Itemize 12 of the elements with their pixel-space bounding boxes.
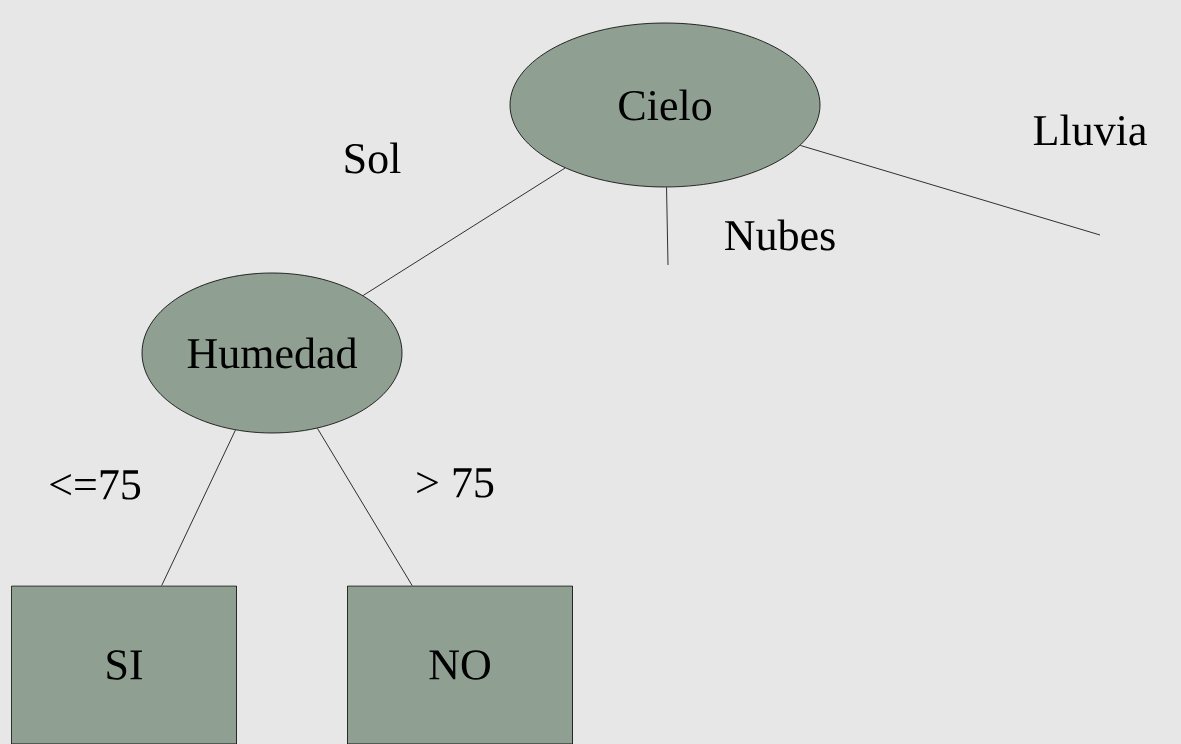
leaf-box: NO: [347, 585, 573, 744]
branch-line: [362, 167, 566, 296]
branch-line: [317, 427, 413, 586]
edge-label: > 75: [414, 467, 496, 499]
edge-label: Sol: [341, 141, 403, 175]
edge-label: <=75: [47, 469, 143, 501]
branch-line: [161, 429, 236, 586]
branch-line: [666, 187, 669, 266]
branch-line: [800, 145, 1101, 236]
edge-label: Nubes: [722, 218, 838, 252]
edge-label: Lluvia: [1031, 113, 1149, 147]
leaf-box: SI: [11, 585, 237, 744]
